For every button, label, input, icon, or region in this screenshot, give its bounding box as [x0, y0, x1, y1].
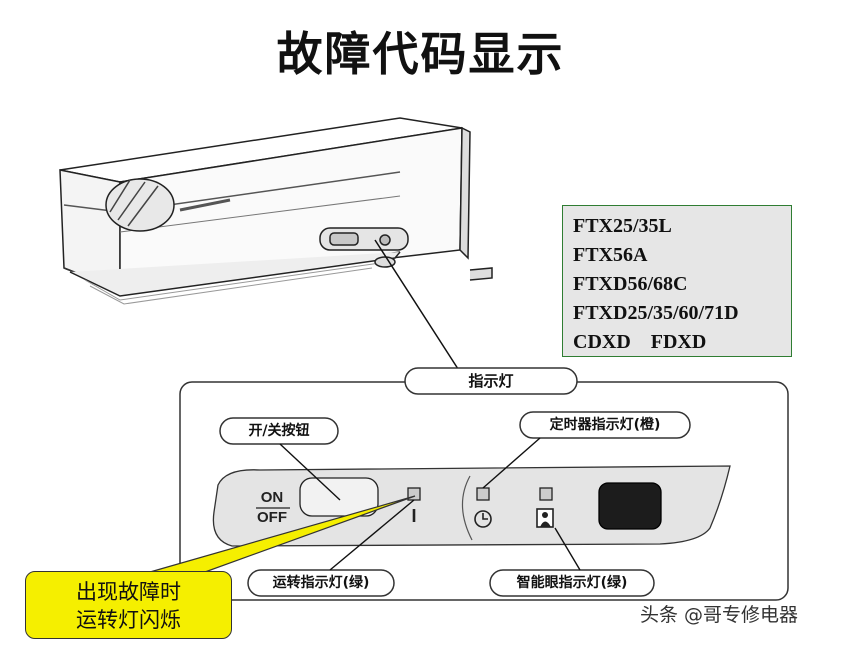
model-item: FTX56A [573, 244, 648, 266]
operation-symbol: I [411, 506, 417, 526]
smart-eye-label-pill [489, 569, 655, 597]
on-text: ON [260, 489, 284, 506]
sensor-window [598, 482, 662, 530]
callout-line-1: 出现故障时 [76, 580, 181, 604]
power-button-label: 开/关按钮 [248, 423, 310, 439]
timer-lamp [476, 487, 490, 501]
smart-eye-lamp-label: 智能眼指示灯(绿) [516, 575, 628, 591]
operation-lamp-label: 运转指示灯(绿) [272, 575, 370, 591]
panel-leader-line [374, 239, 461, 373]
timer-lamp-label-pill [519, 411, 691, 439]
indoor-unit-illustration [59, 117, 493, 305]
off-text: OFF [257, 509, 287, 526]
clock-icon [474, 510, 492, 528]
fault-callout: 出现故障时 运转灯闪烁 [25, 571, 232, 639]
power-button-label-pill [219, 417, 339, 445]
panel-header-label: 指示灯 [468, 372, 514, 390]
page-title: 故障代码显示 [276, 27, 565, 81]
model-item: FTX25/35L [573, 215, 672, 237]
timer-lamp-label: 定时器指示灯(橙) [549, 417, 661, 433]
person-sensor-icon [536, 508, 554, 528]
operation-lamp-label-pill [247, 569, 395, 597]
panel-header-pill [404, 367, 578, 395]
label-leader-lines [279, 437, 581, 571]
model-item: FTXD56/68C [573, 273, 688, 295]
power-button[interactable] [299, 477, 379, 517]
model-item: CDXD FDXD [573, 331, 707, 353]
watermark: 头条 @哥专修电器 [640, 604, 799, 626]
model-item: FTXD25/35/60/71D [573, 302, 739, 324]
callout-line-2: 运转灯闪烁 [76, 608, 181, 632]
smart-eye-lamp [539, 487, 553, 501]
model-list-box: FTX25/35L FTX56A FTXD56/68C FTXD25/35/60… [562, 205, 792, 357]
